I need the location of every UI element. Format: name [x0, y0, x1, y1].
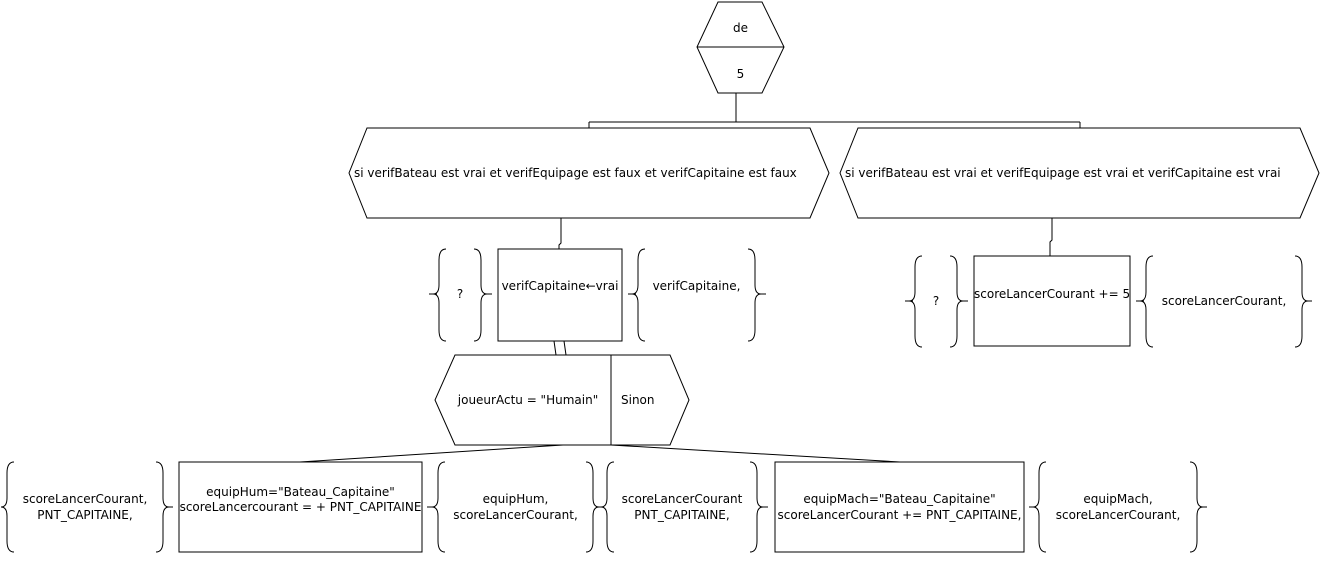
else-post-line-2: scoreLancerCourant, — [1055, 508, 1181, 522]
case-right-pre-brace — [905, 255, 968, 348]
else-post-line-1: equipMach, — [1083, 492, 1153, 506]
case-right-action-box[interactable] — [973, 255, 1131, 347]
then-pre-line-1: scoreLancerCourant, — [22, 492, 148, 506]
case-left-pre-label: ? — [456, 287, 464, 301]
case-left-node[interactable] — [348, 127, 830, 219]
case-left-action-label: verifCapitaine←vrai — [501, 279, 619, 293]
then-action-line-2: scoreLancercourant = + PNT_CAPITAINE — [179, 500, 422, 514]
case-left-condition: si verifBateau est vrai et verifEquipage… — [354, 166, 797, 180]
connector — [610, 444, 901, 463]
switch-node[interactable] — [696, 1, 785, 94]
switch-label: de — [733, 21, 748, 35]
case-right-pre-label: ? — [932, 294, 940, 308]
case-left-pre-brace — [429, 248, 492, 342]
then-pre-brace — [0, 461, 173, 553]
else-pre-brace — [600, 461, 768, 553]
else-pre-line-1: scoreLancerCourant — [621, 492, 743, 506]
else-pre-line-2: PNT_CAPITAINE, — [634, 508, 730, 522]
connector — [299, 444, 564, 463]
case-right-node[interactable] — [839, 127, 1320, 219]
case-right-action-label: scoreLancerCourant += 5 — [974, 287, 1131, 301]
case-left-post-brace — [628, 248, 766, 342]
then-post-brace — [427, 461, 604, 553]
case-right-post-brace — [1136, 255, 1312, 348]
case-left-post-label: verifCapitaine, — [652, 279, 741, 293]
switch-value: 5 — [736, 67, 745, 81]
connector — [1049, 218, 1053, 256]
connector — [553, 340, 557, 356]
else-post-brace — [1029, 461, 1207, 553]
case-right-condition: si verifBateau est vrai et verifEquipage… — [845, 166, 1281, 180]
else-action-box[interactable] — [774, 461, 1025, 553]
then-pre-line-2: PNT_CAPITAINE, — [37, 508, 133, 522]
case-left-action-box[interactable] — [497, 248, 623, 342]
then-action-box[interactable] — [178, 461, 423, 553]
then-post-line-2: scoreLancerCourant, — [453, 508, 578, 522]
else-action-line-1: equipMach="Bateau_Capitaine" — [803, 492, 996, 506]
case-right-post-label: scoreLancerCourant, — [1161, 294, 1287, 308]
connector — [558, 218, 562, 249]
connector — [563, 340, 567, 356]
if-condition: joueurActu = "Humain" — [457, 393, 599, 407]
then-post-line-1: equipHum, — [482, 492, 549, 506]
then-action-line-1: equipHum="Bateau_Capitaine" — [206, 485, 395, 499]
if-node[interactable] — [434, 354, 690, 446]
if-else-label: Sinon — [621, 393, 655, 407]
else-action-line-2: scoreLancerCourant += PNT_CAPITAINE, — [777, 508, 1022, 522]
